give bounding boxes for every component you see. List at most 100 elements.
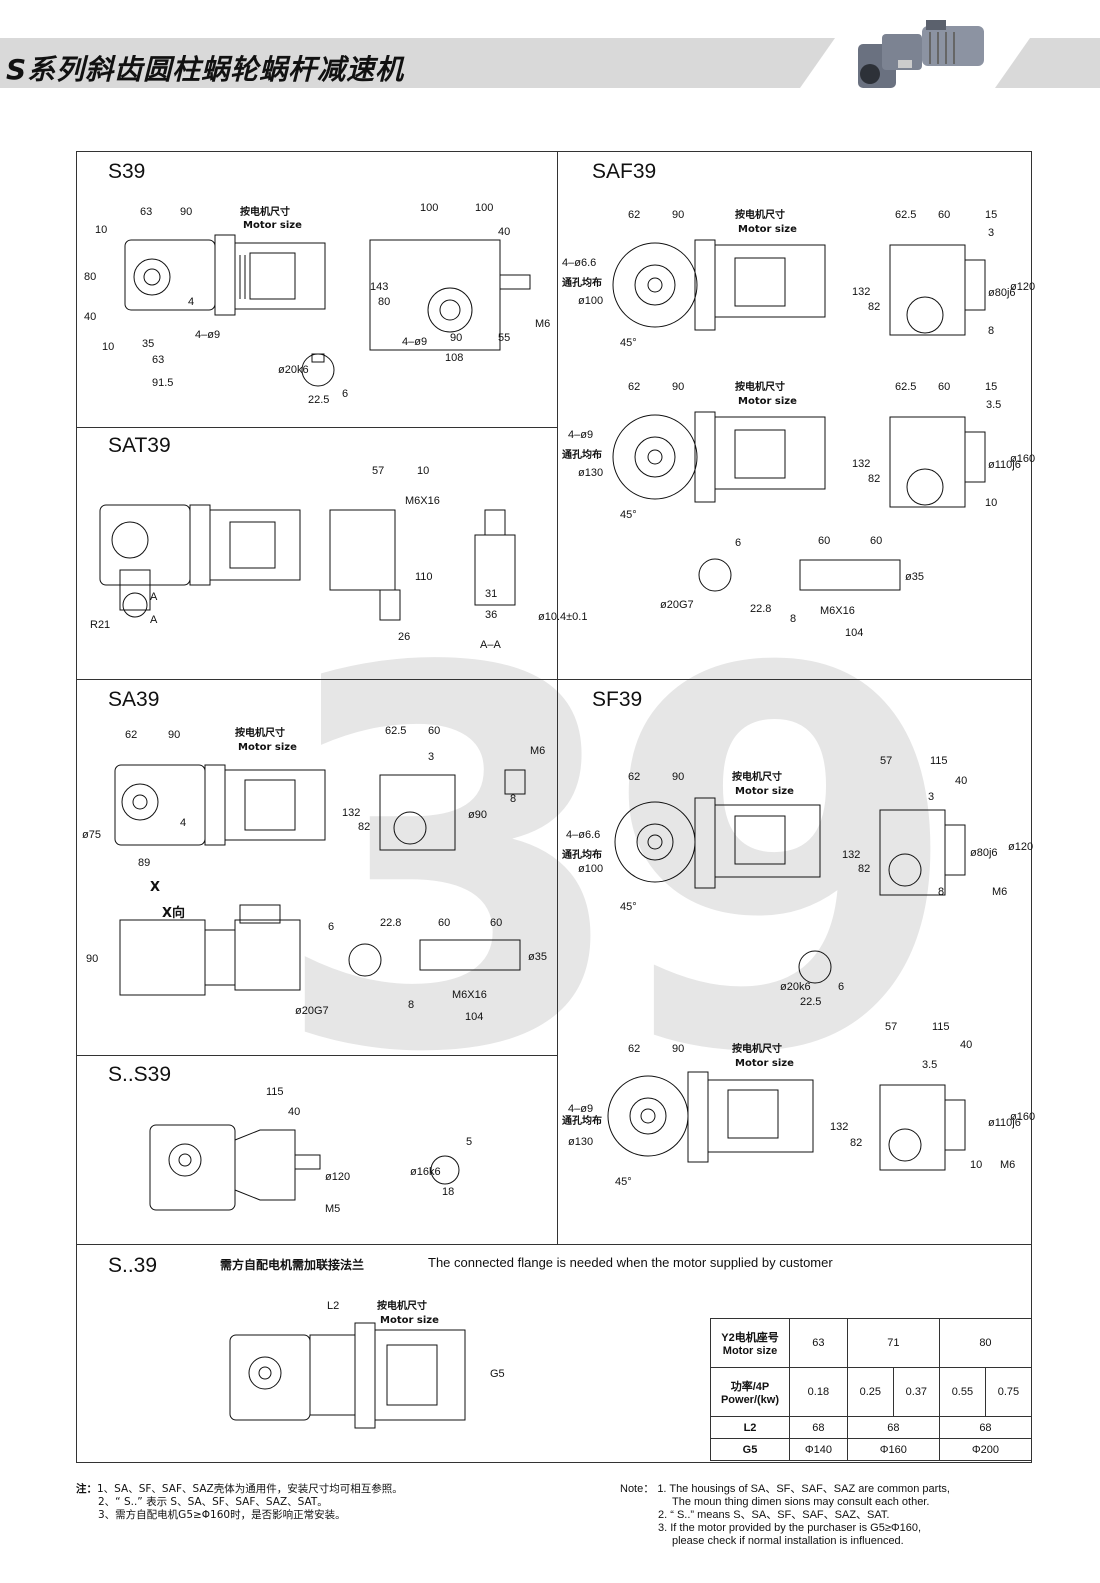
svg-text:ø20G7: ø20G7: [295, 1005, 329, 1017]
svg-text:ø20G7: ø20G7: [660, 599, 694, 611]
svg-text:31: 31: [485, 588, 497, 600]
svg-text:ø16k6: ø16k6: [410, 1166, 441, 1178]
svg-text:ø20k6: ø20k6: [780, 981, 811, 993]
svg-text:45°: 45°: [620, 509, 637, 521]
svg-text:通孔均布: 通孔均布: [562, 448, 602, 461]
notes-en-item-3b: please check if normal installation is i…: [672, 1535, 904, 1547]
table-row: L2 68 68 68: [710, 1416, 1033, 1439]
svg-text:ø20k6: ø20k6: [278, 364, 309, 376]
ss39-drawing: 115 40 ø120 M5 ø16k6 5 18: [149, 1086, 472, 1215]
svg-text:22.8: 22.8: [750, 603, 771, 615]
svg-text:62.5: 62.5: [895, 209, 916, 221]
svg-text:40: 40: [84, 311, 96, 323]
svg-text:104: 104: [465, 1011, 483, 1023]
svg-text:132: 132: [852, 458, 870, 470]
svg-text:40: 40: [955, 775, 967, 787]
svg-text:55: 55: [498, 332, 510, 344]
svg-text:36: 36: [485, 609, 497, 621]
svg-text:100: 100: [420, 202, 438, 214]
svg-text:90: 90: [672, 209, 684, 221]
svg-text:82: 82: [858, 863, 870, 875]
svg-text:通孔均布: 通孔均布: [562, 1114, 602, 1127]
svg-text:90: 90: [672, 381, 684, 393]
table-cell: Φ160: [846, 1438, 940, 1461]
svg-text:3: 3: [988, 227, 994, 239]
svg-text:ø90: ø90: [468, 809, 487, 821]
svg-text:ø120: ø120: [1010, 281, 1035, 293]
svg-text:62: 62: [628, 209, 640, 221]
svg-text:63: 63: [140, 206, 152, 218]
svg-text:ø130: ø130: [578, 467, 603, 479]
svg-text:40: 40: [288, 1106, 300, 1118]
svg-text:10: 10: [985, 497, 997, 509]
section-label-ss39: S..S39: [108, 1063, 172, 1086]
svg-text:4–ø9: 4–ø9: [568, 429, 593, 441]
svg-text:90: 90: [672, 771, 684, 783]
svg-text:62: 62: [628, 381, 640, 393]
svg-text:L2: L2: [327, 1300, 339, 1312]
svg-text:通孔均布: 通孔均布: [562, 276, 602, 289]
svg-text:6: 6: [328, 921, 334, 933]
section-label-s39: S39: [108, 160, 146, 183]
svg-text:按电机尺寸: 按电机尺寸: [735, 208, 785, 221]
notes-english: Note： 1. The housings of SA、SF、SAF、SAZ a…: [620, 1483, 1040, 1548]
divider-bottom: [76, 1244, 1032, 1245]
divider-sa39-ss39: [76, 1055, 557, 1056]
svg-text:6: 6: [838, 981, 844, 993]
svg-text:ø80j6: ø80j6: [988, 287, 1016, 299]
svg-text:按电机尺寸: 按电机尺寸: [732, 770, 782, 783]
svg-text:ø80j6: ø80j6: [970, 847, 998, 859]
svg-text:4–ø9: 4–ø9: [195, 329, 220, 341]
svg-text:115: 115: [266, 1086, 284, 1098]
svg-text:62.5: 62.5: [385, 725, 406, 737]
svg-text:89: 89: [138, 857, 150, 869]
svg-text:M6X16: M6X16: [452, 989, 487, 1001]
svg-text:ø110j6: ø110j6: [988, 459, 1021, 471]
svg-text:100: 100: [475, 202, 493, 214]
svg-text:X向: X向: [162, 905, 185, 921]
svg-text:Motor size: Motor size: [243, 220, 302, 231]
svg-text:ø120: ø120: [325, 1171, 350, 1183]
section-label-sat39: SAT39: [108, 434, 171, 457]
svg-text:110: 110: [415, 571, 433, 583]
svg-text:82: 82: [850, 1137, 862, 1149]
svg-text:82: 82: [358, 821, 370, 833]
svg-text:ø160: ø160: [1010, 1111, 1035, 1123]
svg-text:ø130: ø130: [568, 1136, 593, 1148]
notes-cn-item-3: 3、需方自配电机G5≥Φ160时，是否影响正常安装。: [98, 1509, 346, 1521]
notes-en-item-1b: The moun thing dimen sions may consult e…: [672, 1496, 930, 1508]
notes-en-item-3: 3. If the motor provided by the purchase…: [658, 1522, 922, 1534]
flange-caption-cn: 需方自配电机需加联接法兰: [220, 1258, 365, 1272]
svg-text:45°: 45°: [620, 337, 637, 349]
divider-vertical-top: [557, 151, 558, 1244]
svg-text:M6X16: M6X16: [405, 495, 440, 507]
table-cell: 0.75: [984, 1367, 1033, 1418]
sf39-drawing: 62 90 4–ø6.6 ø100 45° 57 115 40 3 132 82…: [562, 755, 1035, 1188]
drawing-frame: [76, 151, 1032, 1463]
svg-text:10: 10: [95, 224, 107, 236]
table-cell: 68: [846, 1416, 940, 1439]
svg-text:Motor size: Motor size: [238, 742, 297, 753]
svg-text:57: 57: [880, 755, 892, 767]
svg-text:80: 80: [84, 271, 96, 283]
svg-text:60: 60: [938, 381, 950, 393]
svg-text:ø75: ø75: [82, 829, 101, 841]
svg-text:按电机尺寸: 按电机尺寸: [235, 726, 285, 739]
notes-cn-item-1: 1、SA、SF、SAF、SAZ壳体为通用件，安装尺寸均可相互参照。: [97, 1483, 403, 1495]
svg-text:按电机尺寸: 按电机尺寸: [240, 205, 290, 218]
svg-text:M5: M5: [325, 1203, 340, 1215]
svg-text:ø35: ø35: [905, 571, 924, 583]
table-row-header: G5: [710, 1438, 790, 1461]
svg-text:91.5: 91.5: [152, 377, 173, 389]
svg-text:按电机尺寸: 按电机尺寸: [732, 1042, 782, 1055]
svg-text:M6: M6: [535, 318, 550, 330]
svg-text:4–ø6.6: 4–ø6.6: [562, 257, 596, 269]
notes-chinese: 注：1、SA、SF、SAF、SAZ壳体为通用件，安装尺寸均可相互参照。 2、“ …: [76, 1483, 536, 1522]
table-cell: Φ200: [938, 1438, 1033, 1461]
svg-text:90: 90: [86, 953, 98, 965]
svg-text:8: 8: [790, 613, 796, 625]
svg-text:82: 82: [868, 473, 880, 485]
section-label-saf39: SAF39: [592, 160, 657, 183]
svg-text:4: 4: [188, 296, 194, 308]
svg-text:132: 132: [842, 849, 860, 861]
